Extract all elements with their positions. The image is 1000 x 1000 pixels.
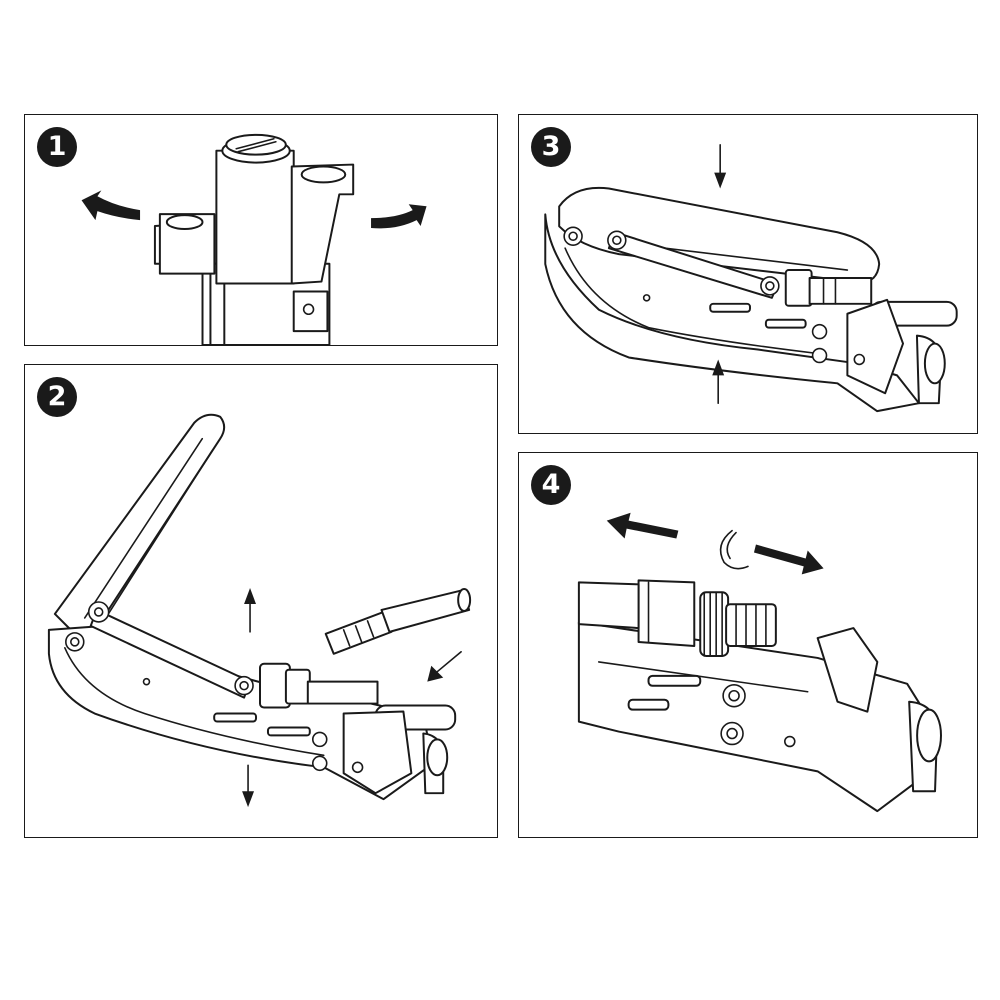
rotating-head — [153, 149, 355, 285]
step-2-number-badge: 2 — [37, 377, 77, 417]
jaw-block — [846, 298, 946, 405]
step-1-illustration — [81, 133, 427, 345]
step-3-illustration — [544, 144, 958, 413]
pull-left-arrow — [606, 512, 679, 539]
linkage-bar — [65, 601, 254, 699]
rotate-right-arrow — [371, 204, 427, 229]
step-2-illustration — [47, 413, 472, 808]
press-up-arrow — [712, 359, 725, 404]
pull-right-arrow — [753, 544, 824, 575]
adjustment-screw — [221, 133, 291, 164]
insert-connector-arrow — [427, 650, 462, 682]
handle-down-arrow — [242, 764, 255, 808]
step-2-panel: 2 — [24, 364, 498, 838]
retaining-ring-icon — [719, 529, 749, 570]
head-block — [577, 579, 696, 647]
knurled-knob — [699, 591, 777, 657]
step-4-illustration — [577, 512, 942, 813]
jaw-block — [342, 710, 449, 795]
lower-handle-body — [544, 213, 920, 413]
body-slots-screws — [642, 294, 828, 364]
step-1-panel: 1 — [24, 114, 498, 346]
handle-up-arrow — [244, 588, 257, 633]
linkage-bar — [563, 226, 780, 299]
step-3-panel: 3 — [518, 114, 978, 434]
step-4-panel: 4 — [518, 452, 978, 838]
tool-body-closeup — [577, 621, 939, 813]
body-slots-screws — [142, 677, 328, 772]
jaw-block — [784, 627, 942, 793]
compressed-connector — [784, 269, 958, 327]
step-3-number-badge: 3 — [531, 127, 571, 167]
coax-connector — [324, 588, 472, 655]
step-4-number-badge: 4 — [531, 465, 571, 505]
upper-handle-open — [53, 413, 226, 633]
step-1-number-badge: 1 — [37, 127, 77, 167]
press-down-arrow — [714, 144, 727, 189]
rotate-left-arrow — [81, 190, 141, 221]
